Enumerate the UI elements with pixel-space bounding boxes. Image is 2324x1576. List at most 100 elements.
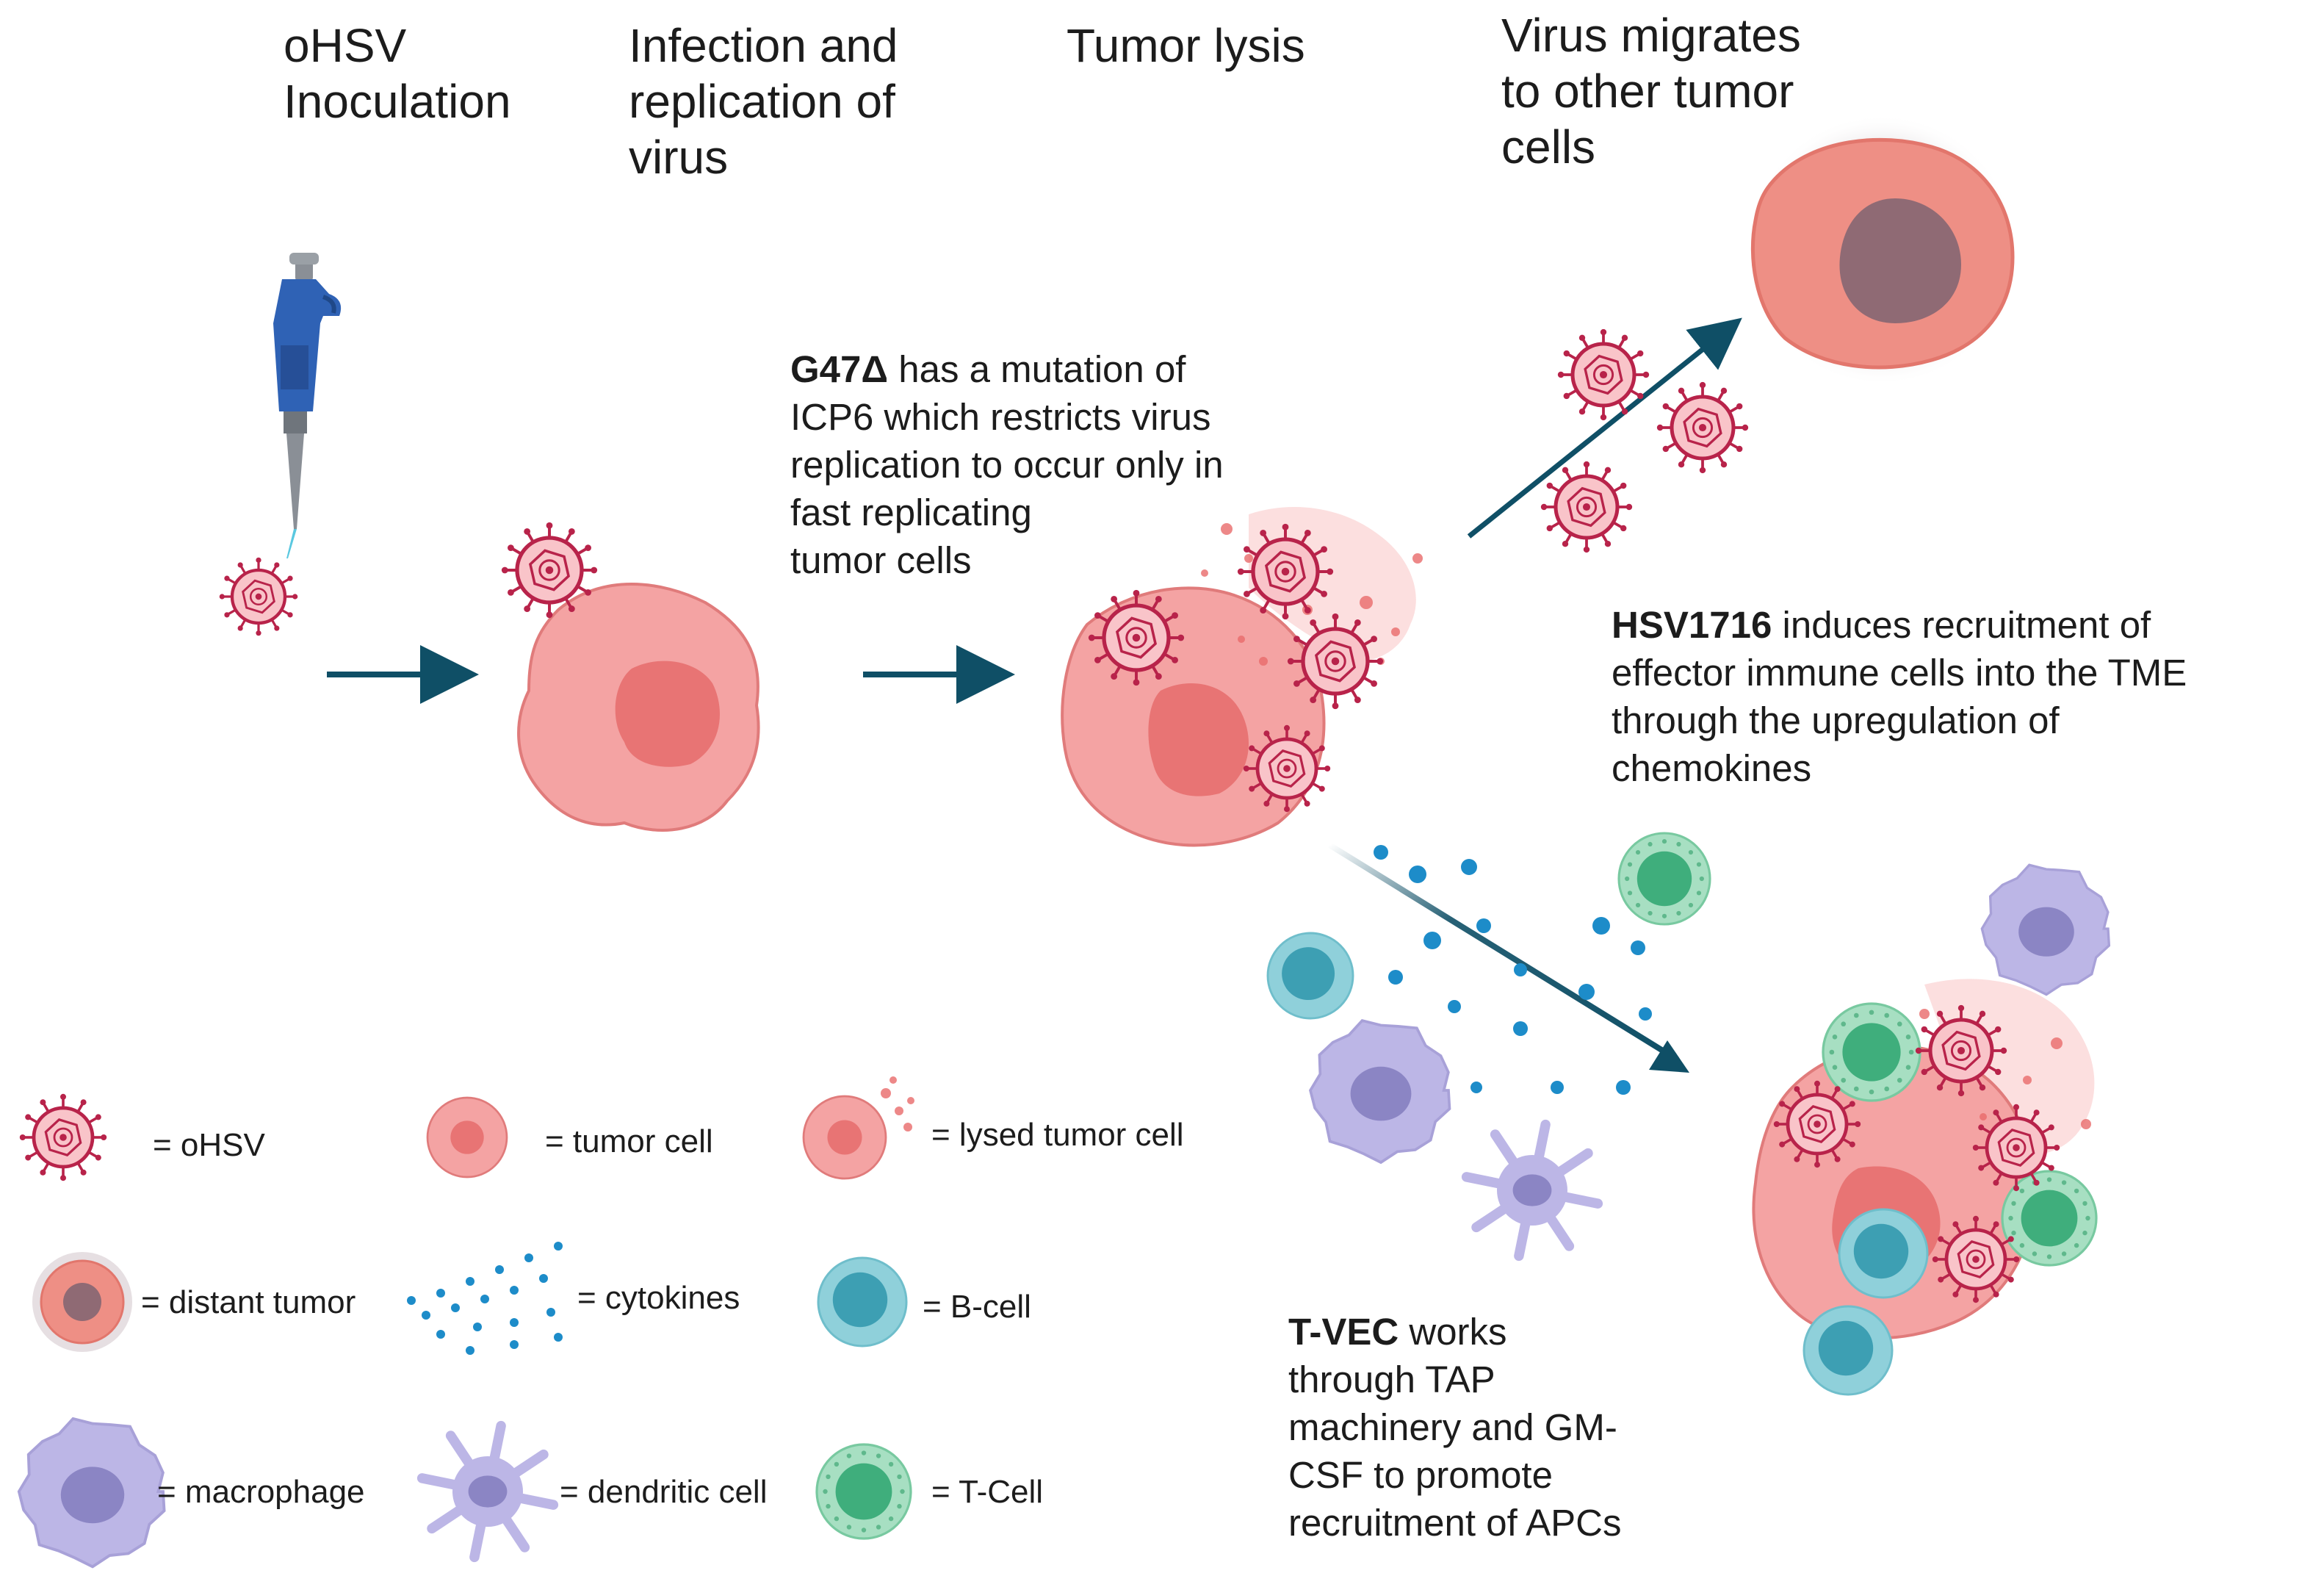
debris-dot — [1980, 1113, 1987, 1120]
debris-dot — [1919, 1009, 1930, 1019]
note-g47: G47Δ has a mutation of ICP6 which restri… — [790, 345, 1224, 584]
legend-label-tumor-cell: = tumor cell — [545, 1123, 713, 1159]
note-g47-name: G47Δ — [790, 348, 889, 390]
arrow-recruitment — [1327, 842, 1677, 1061]
macrophage-icon — [1309, 1018, 1451, 1165]
legend-label-b-cell: = B-cell — [923, 1289, 1031, 1325]
cytokine-dot — [1423, 932, 1441, 949]
debris-dot — [2081, 1119, 2091, 1129]
cytokine-dot — [1374, 845, 1388, 860]
stage-title-line: virus — [629, 131, 729, 184]
legend-label-lysed-tumor-cell: = lysed tumor cell — [931, 1117, 1184, 1153]
arrow-recruitment-head — [1649, 1040, 1689, 1073]
stage-title-infection: Infection and replication of virus — [629, 18, 898, 185]
ohsv-virus-icon — [1243, 724, 1331, 813]
ohsv-virus-icon — [19, 1093, 107, 1181]
ohsv-virus-icon — [1540, 461, 1633, 553]
stage-title-line: Tumor lysis — [1067, 19, 1305, 72]
tumor-cell-icon — [426, 1096, 508, 1179]
legend-label-cytokines: = cytokines — [577, 1280, 740, 1316]
note-line: tumor cells — [790, 539, 972, 581]
debris-dot — [1244, 554, 1253, 563]
note-tvec-first: works — [1399, 1311, 1507, 1353]
cytokine-dot — [1551, 1081, 1564, 1094]
legend-label-distant-tumor: = distant tumor — [141, 1284, 356, 1320]
lysed-tumor-cell-icon — [802, 1076, 914, 1180]
note-hsv1716-first: induces recruitment of — [1772, 604, 2151, 646]
virus-layer — [219, 328, 2060, 1303]
stage-title-lysis: Tumor lysis — [1067, 18, 1305, 73]
ohsv-virus-icon — [1972, 1104, 2060, 1192]
legend-label-dendritic-cell: = dendritic cell — [560, 1474, 768, 1510]
ohsv-virus-icon — [1237, 523, 1334, 620]
note-line: machinery and GM- — [1288, 1406, 1617, 1448]
cytokine-dot — [1470, 1082, 1482, 1093]
stage-title-line: Inoculation — [284, 75, 511, 128]
note-tvec-name: T-VEC — [1288, 1311, 1399, 1353]
stage-title-migration: Virus migrates to other tumor cells — [1501, 7, 1801, 175]
t-cell-icon — [1617, 832, 1711, 926]
note-tvec: T-VEC works through TAP machinery and GM… — [1288, 1308, 1622, 1547]
cytokines-icon — [407, 1242, 563, 1355]
cytokine-dot — [1513, 1021, 1528, 1036]
b-cell-icon — [1838, 1208, 1929, 1299]
legend-label-t-cell: = T-Cell — [931, 1474, 1044, 1510]
debris-dot — [2051, 1037, 2063, 1049]
b-cell-icon — [1802, 1305, 1894, 1396]
lysis-debris-layer — [1201, 523, 2091, 1129]
tumor-cell-infected — [517, 583, 760, 832]
ohsv-virus-icon — [1932, 1215, 2020, 1303]
cytokine-dot — [1388, 970, 1403, 985]
ohsv-virus-icon — [1915, 1004, 2007, 1097]
stage-title-line: cells — [1501, 120, 1596, 173]
note-hsv1716-name: HSV1716 — [1612, 604, 1772, 646]
note-line: ICP6 which restricts virus — [790, 396, 1211, 438]
stage-title-line: Infection and — [629, 19, 898, 72]
cytokine-dot — [1448, 1000, 1461, 1013]
legend-label-macrophage: = macrophage — [157, 1474, 365, 1510]
t-cell-icon — [1822, 1002, 1921, 1102]
note-line: effector immune cells into the TME — [1612, 652, 2187, 694]
legend-label-ohsv: = oHSV — [153, 1127, 265, 1163]
immune-cells-layer — [1266, 832, 2111, 1396]
ohsv-virus-icon — [501, 522, 598, 619]
t-cell-icon — [2001, 1170, 2098, 1267]
debris-dot — [1412, 553, 1423, 564]
cytokine-dot — [1461, 859, 1477, 875]
note-line: CSF to promote — [1288, 1454, 1553, 1496]
debris-dot — [2023, 1076, 2032, 1084]
cytokine-dot — [1616, 1080, 1631, 1095]
macrophage-icon — [1980, 863, 2111, 996]
ohsv-virus-icon — [1557, 328, 1650, 421]
arrow-migration — [1467, 317, 1742, 539]
cytokine-dot — [1514, 963, 1527, 976]
t-cell-icon — [815, 1443, 912, 1540]
note-hsv1716: HSV1716 induces recruitment of effector … — [1612, 601, 2187, 792]
ohsv-virus-icon — [1287, 613, 1384, 710]
debris-dot — [1221, 523, 1233, 535]
cytokine-dot — [1639, 1007, 1652, 1021]
legend-icons — [17, 1076, 914, 1569]
stage-title-line: oHSV — [284, 19, 407, 72]
debris-dot — [1201, 569, 1208, 577]
note-line: through the upregulation of — [1612, 699, 2060, 741]
debris-dot — [1238, 636, 1245, 643]
debris-dot — [1391, 627, 1400, 636]
cytokine-dot — [1631, 940, 1645, 955]
cytokine-dot — [1578, 984, 1595, 1000]
note-line: fast replicating — [790, 492, 1032, 533]
distant-tumor-icon — [32, 1252, 132, 1352]
ohsv-virus-icon — [1656, 381, 1749, 474]
debris-dot — [1259, 657, 1268, 666]
cytokine-dot — [1409, 866, 1426, 883]
debris-dot — [1360, 596, 1373, 609]
stage-title-inoculation: oHSV Inoculation — [284, 18, 511, 129]
stage-title-line: Virus migrates — [1501, 9, 1801, 62]
ohsv-virus-icon — [1088, 589, 1185, 686]
note-g47-first: has a mutation of — [888, 348, 1186, 390]
note-line: chemokines — [1612, 747, 1812, 789]
ohsv-virus-icon — [219, 557, 298, 636]
macrophage-icon — [17, 1417, 166, 1569]
